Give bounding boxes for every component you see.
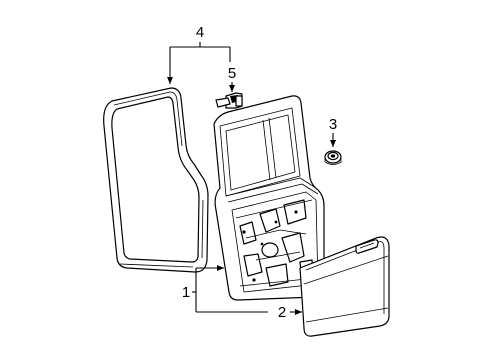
door-hinge	[215, 92, 243, 109]
callout-3: 3	[329, 116, 337, 133]
outer-door-skin	[299, 236, 390, 337]
callout-4: 4	[196, 24, 204, 41]
door-weatherstrip-seal	[103, 87, 209, 273]
leader-lines	[167, 42, 336, 315]
callout-1: 1	[182, 284, 190, 301]
callout-2: 2	[278, 304, 286, 321]
door-grommet	[324, 150, 342, 165]
callout-5: 5	[228, 65, 236, 82]
rear-door-shell	[213, 95, 325, 301]
